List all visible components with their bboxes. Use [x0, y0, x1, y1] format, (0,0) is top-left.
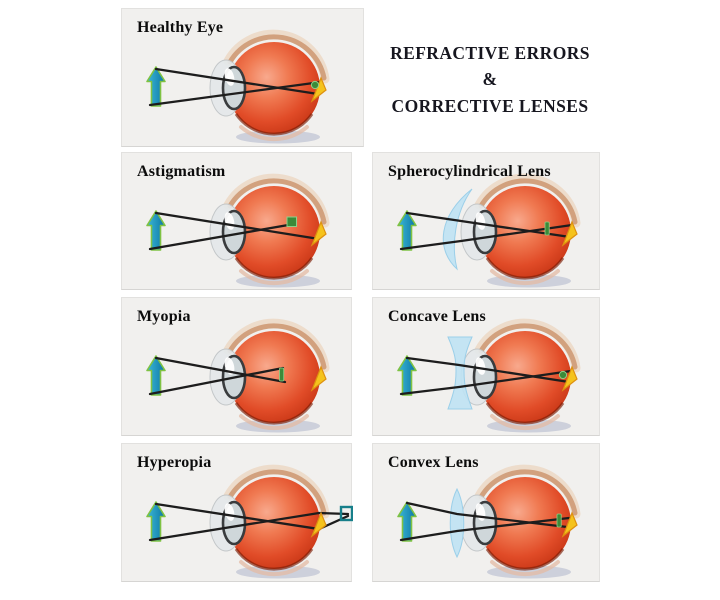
panel-label: Hyperopia — [137, 454, 212, 471]
light-ray — [148, 511, 350, 542]
light-rays — [148, 356, 287, 396]
retinal-image-arrow — [310, 511, 327, 538]
panel-astigmatism: Astigmatism — [121, 152, 352, 290]
light-ray — [154, 67, 320, 96]
retinal-image-arrow — [561, 511, 578, 538]
eye-figure — [122, 298, 353, 437]
panel-label: Spherocylindrical Lens — [388, 163, 551, 180]
light-ray — [154, 211, 321, 241]
eye-figure — [122, 9, 353, 148]
object-arrow — [397, 355, 417, 396]
panel-label: Myopia — [137, 308, 191, 325]
light-rays — [399, 211, 574, 251]
panel-concave-lens: Concave Lens — [372, 297, 600, 436]
object-arrow — [146, 355, 166, 396]
eye-diagram-svg — [146, 318, 330, 433]
panel-label: Concave Lens — [388, 308, 486, 325]
panel-label: Convex Lens — [388, 454, 479, 471]
light-ray — [148, 366, 285, 396]
title-line-1: REFRACTIVE ERRORS — [390, 43, 590, 63]
light-rays — [148, 67, 323, 107]
corrective-lens — [449, 487, 465, 559]
light-rays — [399, 501, 571, 542]
panel-hyperopia: Hyperopia — [121, 443, 353, 583]
object-arrow — [146, 210, 166, 251]
focal-point-marker — [286, 216, 297, 227]
eye-figure — [122, 444, 353, 583]
retinal-image-arrow — [561, 365, 578, 392]
eye-diagram-svg — [397, 464, 581, 579]
light-ray — [399, 516, 571, 542]
corrective-lens — [447, 336, 473, 410]
cornea-highlight — [475, 212, 486, 230]
object-arrow — [397, 210, 417, 251]
main-title: REFRACTIVE ERRORS & CORRECTIVE LENSES — [366, 40, 614, 119]
eye-diagram-svg — [146, 173, 330, 288]
focal-point-marker — [544, 221, 550, 236]
focal-point-marker — [279, 367, 285, 382]
retinal-image-arrow — [310, 76, 327, 103]
eyeball — [209, 173, 330, 288]
retinal-image-arrow — [310, 365, 327, 392]
title-line-2: CORRECTIVE LENSES — [391, 95, 589, 116]
focal-point-marker — [310, 80, 320, 90]
light-rays — [399, 356, 573, 396]
focal-point-marker — [556, 513, 562, 528]
panel-spherocylindrical-lens: Spherocylindrical Lens — [372, 152, 600, 290]
focal-point-marker — [339, 505, 353, 522]
retinal-image-arrow — [561, 220, 578, 247]
eye-diagram-svg — [397, 318, 581, 433]
light-ray — [148, 222, 296, 251]
eye-diagram-svg — [397, 173, 581, 288]
light-rays — [148, 211, 321, 251]
object-arrow — [397, 501, 417, 542]
object-arrow — [146, 66, 166, 107]
light-ray — [148, 80, 323, 107]
retinal-image-arrow — [310, 220, 327, 247]
panel-healthy-eye: Healthy Eye — [121, 8, 364, 147]
light-ray — [399, 223, 574, 251]
panel-myopia: Myopia — [121, 297, 352, 436]
eyeball — [209, 464, 330, 579]
panel-label: Healthy Eye — [137, 19, 224, 36]
light-ray — [399, 369, 573, 396]
object-arrow — [146, 501, 166, 542]
focal-point-marker — [558, 370, 568, 380]
eye-figure — [373, 153, 604, 292]
eye-diagram-svg — [146, 29, 330, 144]
eye-figure — [373, 298, 604, 437]
panel-label: Astigmatism — [137, 163, 226, 180]
eye-figure — [122, 153, 353, 292]
cornea-highlight — [475, 357, 486, 375]
panel-convex-lens: Convex Lens — [372, 443, 600, 582]
title-ampersand: & — [482, 69, 498, 90]
light-ray — [154, 356, 287, 384]
corrective-lens — [442, 188, 473, 271]
eye-figure — [373, 444, 604, 583]
eye-diagram-svg — [146, 464, 353, 579]
